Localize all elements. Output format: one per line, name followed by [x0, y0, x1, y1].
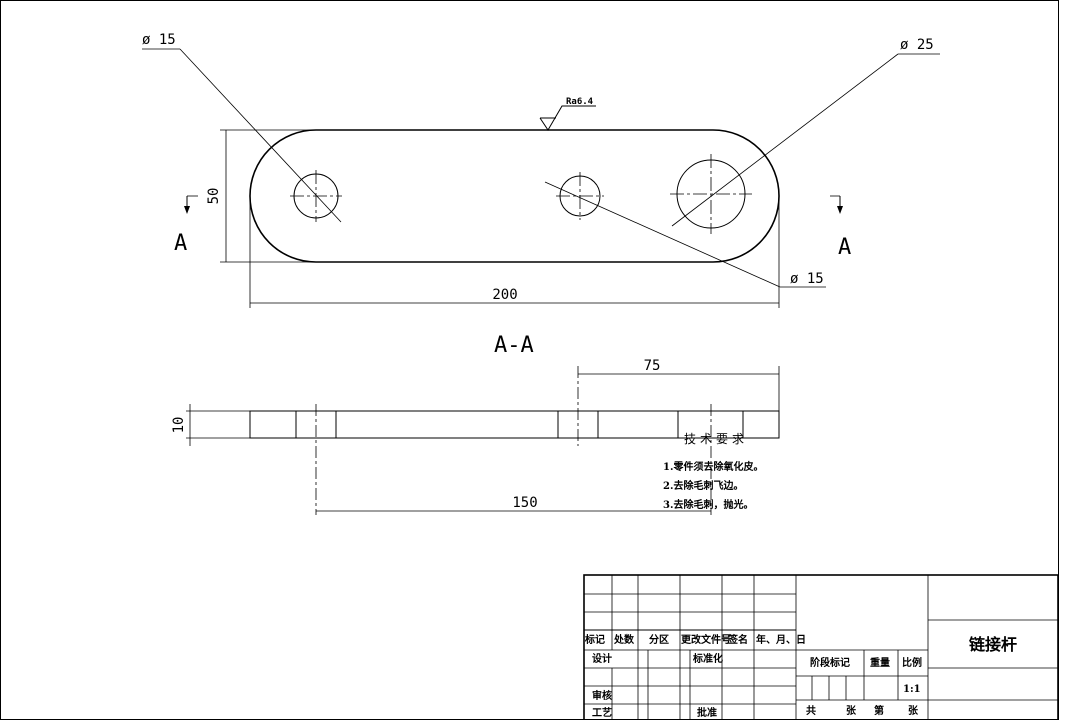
tb-review: 审核	[592, 689, 612, 702]
dim-offset-long: 150	[512, 495, 537, 511]
tb-scale-value: 1:1	[903, 684, 921, 695]
plan-view: ø 15 ø 25 ø 15 Ra6.4 50 200 A A	[142, 32, 940, 308]
tb-signature: 签名	[727, 633, 748, 646]
title-block: 标记 处数 分区 更改文件号 签名 年、月、日 设计 标准化 审核 工艺 批准 …	[583, 574, 1059, 720]
roughness-value: Ra6.4	[566, 97, 594, 107]
tb-change-doc: 更改文件号	[681, 633, 731, 646]
tech-item-2: 2.去除毛刺飞边。	[663, 479, 743, 492]
tb-process: 工艺	[592, 706, 612, 719]
dim-offset-right: 75	[644, 358, 661, 374]
tb-sheet-no: 第	[874, 704, 884, 717]
plate-outline	[249, 129, 780, 263]
tech-item-1: 1.零件须去除氧化皮。	[663, 460, 763, 473]
tb-part-name: 链接杆	[969, 635, 1017, 654]
tb-mark: 标记	[584, 633, 605, 646]
dim-thickness: 10	[171, 417, 187, 434]
tb-stage-mark: 阶段标记	[810, 656, 850, 669]
section-outline	[249, 410, 780, 439]
tb-count: 处数	[613, 633, 635, 646]
tb-design: 设计	[592, 652, 612, 665]
section-mark-right: A	[838, 235, 851, 260]
tech-item-3: 3.去除毛刺，抛光。	[663, 498, 753, 511]
dim-length: 200	[492, 287, 517, 303]
tech-title: 技术要求	[684, 432, 748, 446]
tb-total: 共	[806, 704, 816, 717]
tb-sheets-of: 张	[908, 704, 919, 717]
tb-sheets: 张	[846, 704, 857, 717]
tb-zone: 分区	[649, 633, 669, 646]
tb-weight: 重量	[870, 656, 890, 669]
dim-hole-right: ø 25	[900, 37, 934, 53]
tb-standardization: 标准化	[692, 652, 723, 665]
dim-width: 50	[206, 188, 222, 205]
tb-scale-label: 比例	[902, 656, 922, 669]
dim-hole-left: ø 15	[142, 32, 176, 48]
section-view: A-A 10 75 150	[171, 333, 780, 515]
dim-hole-middle: ø 15	[790, 271, 824, 287]
tb-date: 年、月、日	[756, 633, 806, 646]
tech-requirements: 技术要求 1.零件须去除氧化皮。 2.去除毛刺飞边。 3.去除毛刺，抛光。	[663, 432, 763, 511]
section-mark-left: A	[174, 231, 187, 256]
section-title: A-A	[494, 333, 534, 358]
tb-approve: 批准	[697, 706, 717, 719]
